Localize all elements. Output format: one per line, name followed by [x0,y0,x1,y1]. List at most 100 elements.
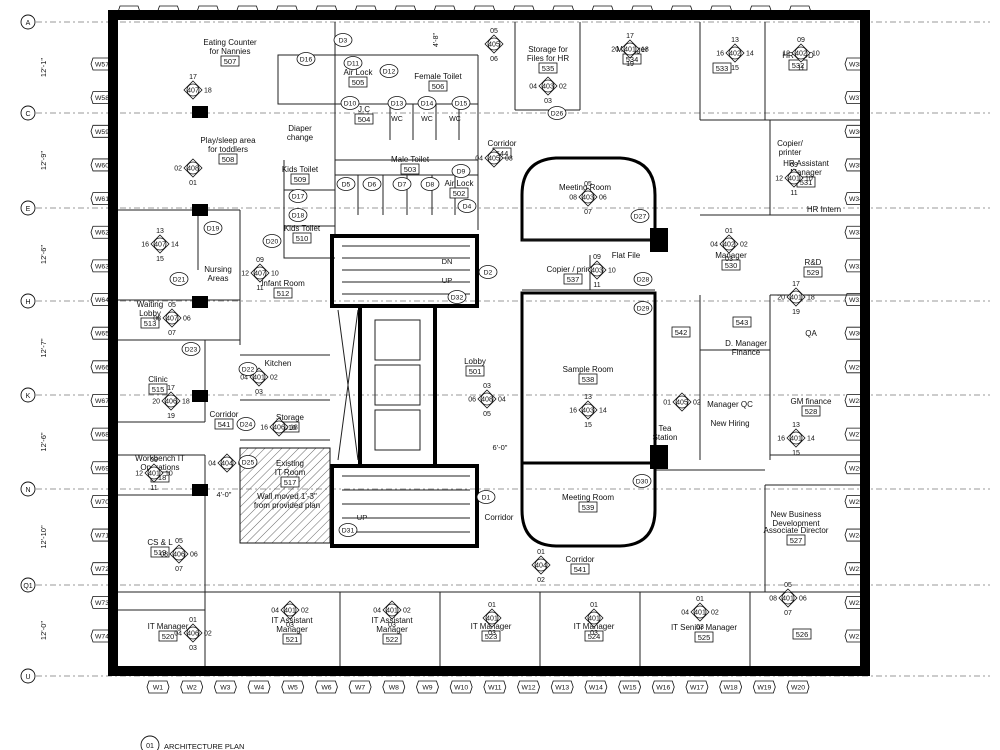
elevation-tag-number: 405 [488,42,500,49]
room-number: 537 [567,275,580,284]
elevation-tag-circle [789,290,803,304]
room-name: Copier / printer [547,265,600,274]
room-name-line2: Operations [140,463,179,472]
elevation-tag-circle [794,46,808,60]
window-tag-label: W68 [95,432,109,439]
elevation-tag-top: 01 [537,549,545,556]
door-tag-label: D9 [457,169,466,176]
room-number: 515 [152,385,165,394]
window-tag-label: W57 [95,62,109,69]
room-number: 510 [296,234,309,243]
window-tag-label: W5 [288,685,298,692]
door-tag: D23 [181,342,201,356]
room-number: 541 [218,420,231,429]
elevation-tag-bottom: 07 [175,566,183,573]
elevation-tag-circle [186,161,200,175]
elevation-tag-left: 12 [775,176,783,183]
room-label: 526 [792,628,812,640]
elevation-tag-top: 05 [784,582,792,589]
window-tag-label: W4 [254,685,264,692]
room-name: Tea [659,424,672,433]
window-tag-label: W13 [555,685,569,692]
door-tag: D32 [447,290,467,304]
room-number-box [354,113,374,125]
window-tag-label: W19 [757,685,771,692]
room-name-line2: Station [653,433,678,442]
room-name: Corridor [488,139,517,148]
elevation-tag-bottom: 03 [590,630,598,637]
window-tag-label: W23 [849,566,863,573]
door-tag: D2 [478,265,498,279]
elevation-tag-bottom: 15 [156,256,164,263]
elevation-tag-left: 20 [611,47,619,54]
elevation-tag-left: 20 [152,399,160,406]
room-name-line2: for Nannies [210,47,251,56]
room-name-line2: for toddlers [208,145,248,154]
room-number-box [290,173,310,185]
elevation-tag-right: 10 [271,271,279,278]
room-name: Storage [276,413,305,422]
grid-bubble-label: C [25,111,30,118]
elevation-tag-left: 06 [468,397,476,404]
stair-up-label: UP [442,276,452,285]
door-tag: D29 [633,301,653,315]
elevation-tag-bottom: 03 [388,622,396,629]
elevation-tag-bottom: 05 [483,411,491,418]
elevation-tag-number: 401 [624,47,636,54]
elevation-tag-left: 16 [777,436,785,443]
elevation-tag-right: 06 [599,195,607,202]
room-name: Kids Toilet [282,165,319,174]
elevation-tag-bottom: 03 [488,630,496,637]
room-name: Associate Director [764,526,829,535]
grid-bubble-label: K [26,393,31,400]
window-tag [213,680,237,694]
window-tag-label: W32 [849,263,863,270]
door-tag: D27 [630,209,650,223]
room-number-box [150,546,170,558]
room-label: Meeting Room [559,183,611,192]
elevation-tag-left: 04 [271,608,279,615]
door-tag: D25 [238,455,258,469]
elevation-tag-left: 12 [782,51,790,58]
door-tag-oval [203,221,223,235]
elevation-tag-left: 16 [260,425,268,432]
door-tag-oval [181,342,201,356]
door-tag-label: D31 [342,528,355,535]
elevation-tag-bottom: 01 [189,180,197,187]
grid-bubble-label: Q1 [23,583,32,590]
door-tag: D30 [632,474,652,488]
elevation-tag-right: 06 [183,316,191,323]
elevation-tag-left: 04 [208,461,216,468]
door-tag-label: D17 [292,194,305,201]
grid-dimension: 12'-6" [39,432,48,451]
door-tag-label: D10 [344,101,357,108]
door-tag-oval [387,96,407,110]
window-tag-label: W18 [724,685,738,692]
elevation-tag-circle [147,466,161,480]
window-tag [618,680,642,694]
room-name: Clinic [148,375,168,384]
elevation-tag-circle [485,611,499,625]
door-tag-oval [333,33,353,47]
elevation-tag-bottom: 15 [792,450,800,457]
room-name: Meeting Room [562,493,614,502]
door-tag-oval [547,106,567,120]
room-number-box [292,232,312,244]
room-label: 533 [712,62,732,74]
elevation-tag-circle [722,237,736,251]
elevation-tag-bottom: 15 [584,422,592,429]
window-tag [146,680,170,694]
door-tag-label: D30 [636,479,649,486]
door-tag: D4 [457,199,477,213]
elevation-tag-number: 401 [790,436,802,443]
